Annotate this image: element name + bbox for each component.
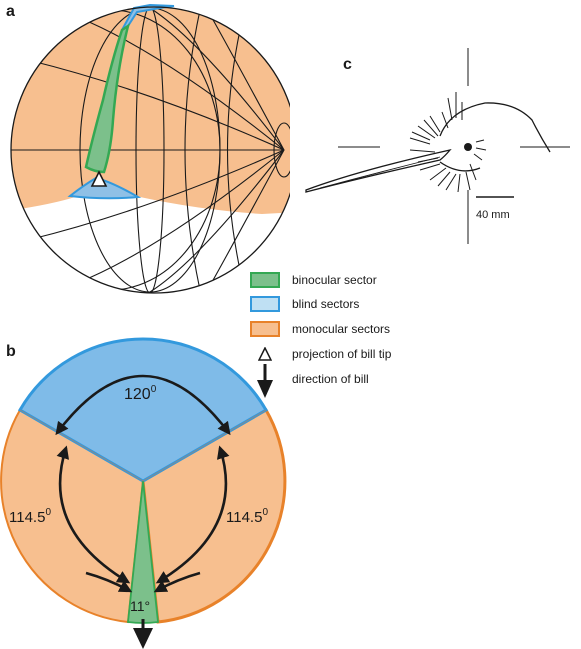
scale-label: 40 mm	[476, 209, 510, 221]
right-angle-arrow	[155, 445, 230, 584]
legend-binocular: binocular sector	[250, 269, 377, 291]
legend-label-bill-tip: projection of bill tip	[292, 347, 392, 361]
legend-swatch-monocular	[250, 321, 280, 337]
panel-label-b: b	[6, 343, 16, 360]
legend-bill-direction: direction of bill	[250, 364, 369, 398]
blind-angle-label: 1200	[124, 384, 157, 403]
left-angle-arrow	[56, 445, 131, 584]
binocular-strip	[84, 23, 130, 174]
legend-blind: blind sectors	[250, 293, 359, 315]
legend-swatch-blind	[250, 296, 280, 312]
bird-eye	[464, 143, 472, 151]
bird-head-drawing: 40 mm	[305, 48, 570, 244]
bill-direction-arrow	[133, 628, 153, 649]
bill-tip-marker	[90, 170, 108, 187]
globe-grid	[11, 7, 290, 293]
sector-diagram: 1200 114.50 114.50 11°	[0, 337, 287, 649]
legend-label-monocular: monocular sectors	[292, 322, 391, 336]
legend-bill-tip: projection of bill tip	[250, 343, 391, 365]
globe-diagram	[10, 3, 290, 294]
legend-label-binocular: binocular sector	[292, 273, 377, 287]
legend-label-bill-direction: direction of bill	[292, 372, 369, 386]
blind-angle-arrow	[55, 374, 231, 436]
blind-sector-bottom	[67, 176, 142, 200]
panel-label-a: a	[6, 3, 15, 20]
left-angle-label: 114.50	[9, 507, 51, 526]
binocular-arrow-right	[153, 571, 201, 593]
monocular-region	[11, 7, 290, 214]
legend-monocular: monocular sectors	[250, 318, 390, 340]
binocular-arrow-left	[85, 571, 133, 593]
panel-label-c: c	[343, 56, 352, 73]
right-angle-label: 114.50	[226, 507, 268, 526]
legend-label-blind: blind sectors	[292, 297, 360, 311]
binocular-angle-label: 11°	[130, 598, 150, 614]
arrow-down-icon	[257, 364, 273, 398]
triangle-icon	[258, 347, 272, 361]
bird-bill	[305, 148, 452, 193]
globe-outline	[10, 6, 290, 294]
legend-swatch-binocular	[250, 272, 280, 288]
